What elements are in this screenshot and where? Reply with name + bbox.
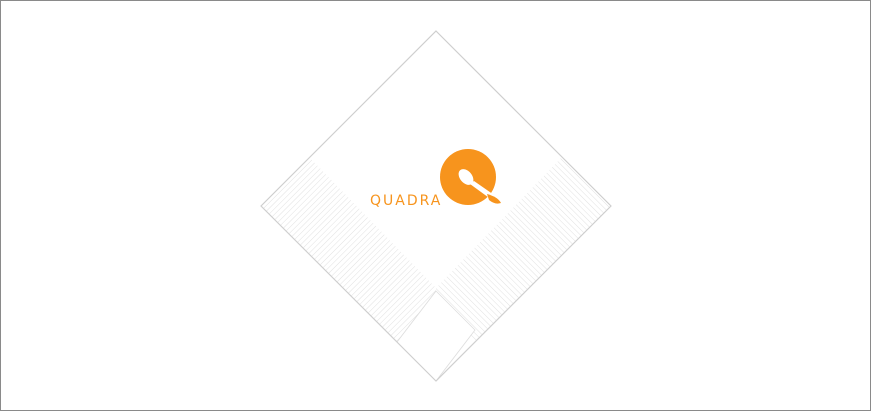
napkin-right-fold	[436, 157, 611, 342]
napkin-left-fold	[261, 158, 436, 342]
q-spoon-icon	[440, 149, 501, 205]
brand-name: QUADRA	[370, 193, 442, 209]
